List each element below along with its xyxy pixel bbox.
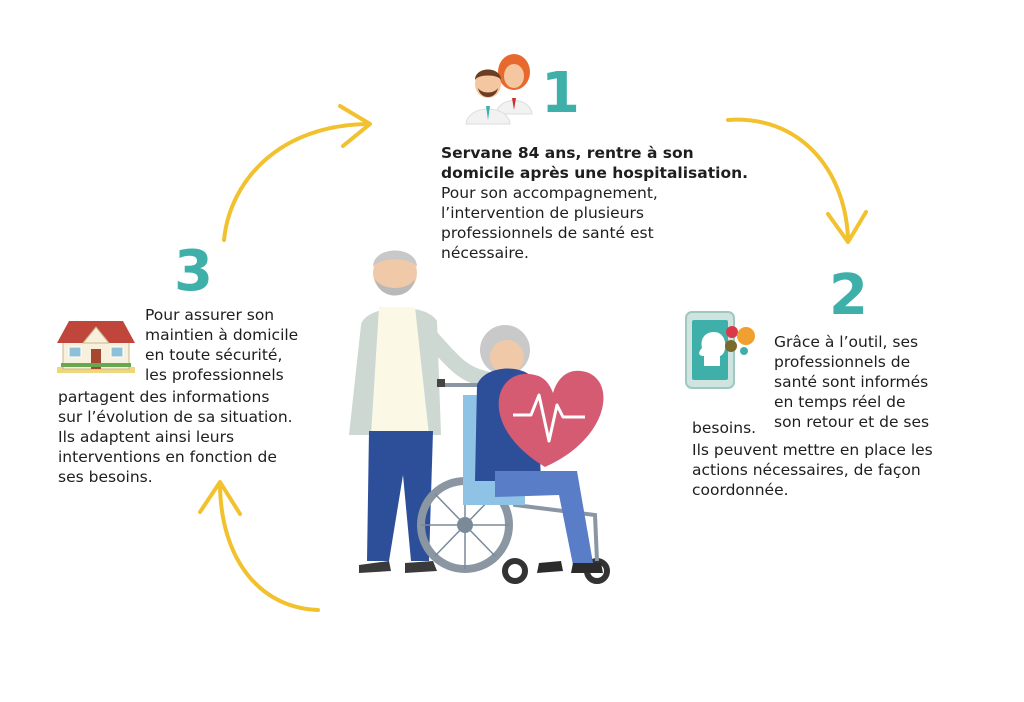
arrow-2-to-3 xyxy=(218,486,320,612)
heart-shape xyxy=(498,370,604,467)
arrow-3-to-1 xyxy=(222,122,370,242)
step-3-text-b: partagent des informations sur l’évoluti… xyxy=(58,388,293,486)
caregiver-wheelchair-illustration xyxy=(349,250,610,584)
step-3-number: 3 xyxy=(174,239,213,304)
tablet-app-icon xyxy=(685,311,755,389)
step-1-number: 1 xyxy=(541,61,580,126)
house-icon xyxy=(57,321,135,373)
step-2-text-a: Grâce à l’outil, ses professionnels de s… xyxy=(774,333,930,431)
step-1-headline: Servane 84 ans, rentre à son domicile ap… xyxy=(441,144,749,182)
step-2-number: 2 xyxy=(829,263,868,328)
doctors-icon xyxy=(465,54,533,125)
step-2-text-c: Ils peuvent mettre en place les actions … xyxy=(692,441,933,499)
arrow-1-to-2 xyxy=(726,117,850,240)
step-3-text-a: Pour assurer son maintien à domicile en … xyxy=(145,306,299,384)
step-2-text-b: besoins. xyxy=(692,419,757,437)
step-1-text: Pour son accompagnement, l’intervention … xyxy=(441,184,658,262)
elderly-man-figure xyxy=(349,250,493,573)
